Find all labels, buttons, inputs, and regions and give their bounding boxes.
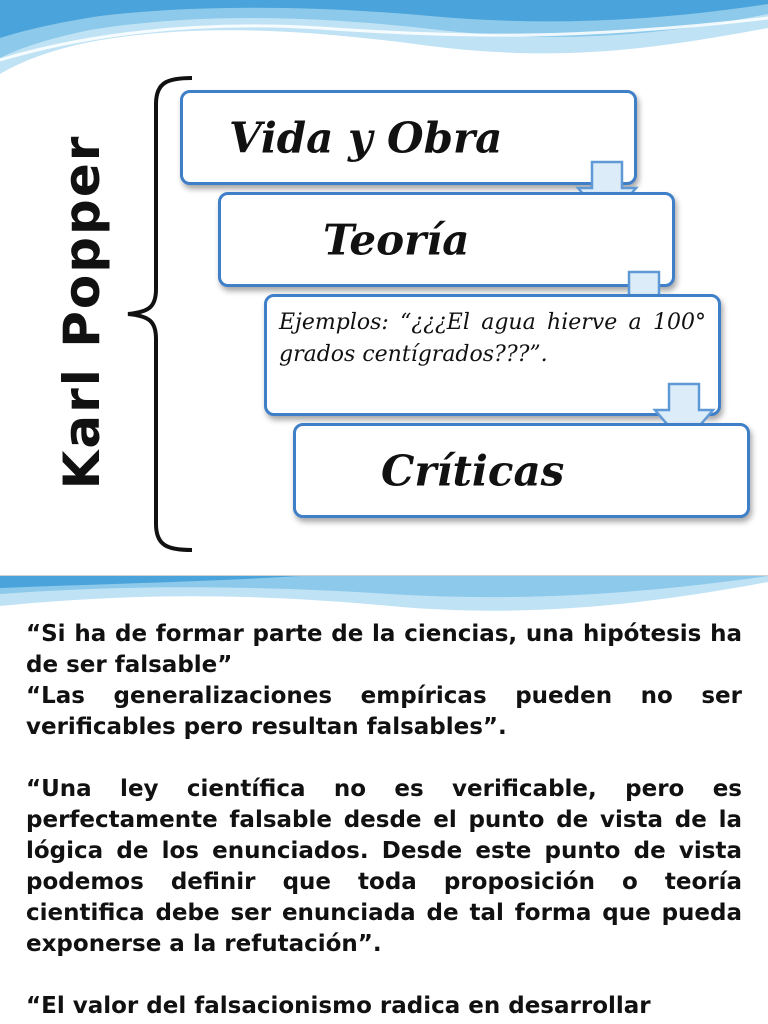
quotes-text-block: “Si ha de formar parte de la ciencias, u… bbox=[26, 619, 742, 1022]
slide-falsacionismo-quotes: “Si ha de formar parte de la ciencias, u… bbox=[0, 576, 768, 1024]
box-ejemplos: Ejemplos: “¿¿¿El agua hierve a 100° grad… bbox=[264, 294, 721, 416]
header-wave-decoration bbox=[0, 576, 768, 618]
header-wave-decoration bbox=[0, 0, 768, 74]
box-vida-y-obra-label: Vida y Obra bbox=[229, 113, 503, 162]
left-brace bbox=[127, 76, 193, 552]
box-vida-y-obra: Vida y Obra bbox=[180, 90, 637, 185]
quote-paragraph: “Una ley científica no es verificable, p… bbox=[26, 776, 742, 957]
box-ejemplos-text: Ejemplos: “¿¿¿El agua hierve a 100° grad… bbox=[279, 310, 706, 367]
quote-paragraph: “Las generalizaciones empíricas pueden n… bbox=[26, 683, 742, 740]
box-teoria: Teoría bbox=[218, 192, 675, 287]
box-criticas-label: Críticas bbox=[381, 446, 565, 495]
slide-karl-popper: Karl Popper Vida y Obra Teoría Ejemplos:… bbox=[0, 0, 768, 576]
vertical-title: Karl Popper bbox=[53, 134, 111, 490]
box-teoria-label: Teoría bbox=[323, 215, 470, 264]
quote-paragraph: “Si ha de formar parte de la ciencias, u… bbox=[26, 621, 742, 678]
box-criticas: Críticas bbox=[293, 423, 750, 518]
quote-paragraph: “El valor del falsacionismo radica en de… bbox=[26, 993, 651, 1019]
